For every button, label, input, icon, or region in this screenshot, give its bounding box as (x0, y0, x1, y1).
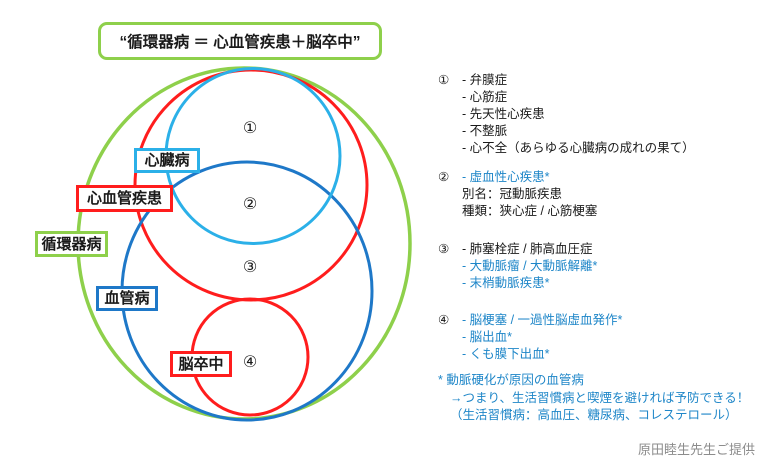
region-number-3: ③ (242, 259, 258, 276)
list-item: - 末梢動脈疾患* (462, 276, 550, 290)
section-number: ① (438, 73, 450, 87)
section-items: - 脳梗塞 / 一過性脳虚血発作* - 脳出血* - くも膜下出血* (462, 312, 622, 363)
list-item: - 脳出血* (462, 330, 513, 344)
section-items: - 肺塞栓症 / 肺高血圧症 - 大動脈瘤 / 大動脈解離* - 末梢動脈疾患* (462, 241, 597, 292)
region-number-2: ② (242, 196, 258, 213)
list-item: - 肺塞栓症 / 肺高血圧症 (462, 242, 593, 256)
disease-section-2: ② - 虚血性心疾患* 別名：冠動脈疾患 種類：狭心症 / 心筋梗塞 (438, 169, 597, 220)
list-item: - 脳梗塞 / 一過性脳虚血発作* (462, 313, 623, 327)
section-items: - 弁膜症 - 心筋症 - 先天性心疾患 - 不整脈 - 心不全（あらゆる心臓病… (462, 72, 695, 157)
credit-text: 原田睦生先生ご提供 (637, 442, 755, 457)
disease-section-4: ④ - 脳梗塞 / 一過性脳虚血発作* - 脳出血* - くも膜下出血* (438, 312, 622, 363)
disease-section-3: ③ - 肺塞栓症 / 肺高血圧症 - 大動脈瘤 / 大動脈解離* - 末梢動脈疾… (438, 241, 597, 292)
list-item: - 先天性心疾患 (462, 107, 545, 121)
list-item: - 心不全（あらゆる心臓病の成れの果て） (462, 141, 695, 155)
section-number: ② (438, 170, 450, 184)
region-number-1: ① (242, 120, 258, 137)
footnote: * 動脈硬化が原因の血管病 →つまり、生活習慣病と喫煙を避ければ予防できる！ （… (438, 372, 749, 425)
list-item: - 弁膜症 (462, 73, 508, 87)
list-item: - 心筋症 (462, 90, 508, 104)
list-item: - 不整脈 (462, 124, 508, 138)
footnote-line: （生活習慣病：高血圧、糖尿病、コレステロール） (450, 408, 738, 422)
list-item: - 大動脈瘤 / 大動脈解離* (462, 259, 598, 273)
disease-section-1: ① - 弁膜症 - 心筋症 - 先天性心疾患 - 不整脈 - 心不全（あらゆる心… (438, 72, 695, 157)
section-number: ④ (438, 313, 450, 327)
list-item: - くも膜下出血* (462, 347, 550, 361)
list-item: - 虚血性心疾患* (462, 170, 550, 184)
venn-label-heart-disease: 心臓病 (134, 148, 200, 173)
title-box: “循環器病 ＝ 心血管疾患＋脳卒中” (98, 22, 382, 60)
page-title: “循環器病 ＝ 心血管疾患＋脳卒中” (119, 34, 361, 51)
venn-label-vascular-disease: 血管病 (96, 286, 158, 311)
list-item: 別名：冠動脈疾患 (462, 187, 563, 201)
venn-label-cardiovascular-disease: 心血管疾患 (76, 185, 173, 212)
list-item: 種類：狭心症 / 心筋梗塞 (462, 204, 598, 218)
region-number-4: ④ (242, 354, 258, 371)
footnote-line: →つまり、生活習慣病と喫煙を避ければ予防できる！ (450, 390, 750, 405)
venn-label-stroke: 脳卒中 (170, 351, 232, 377)
venn-label-circulatory-disease: 循環器病 (35, 231, 108, 257)
section-items: - 虚血性心疾患* 別名：冠動脈疾患 種類：狭心症 / 心筋梗塞 (462, 169, 597, 220)
section-number: ③ (438, 242, 450, 256)
footnote-line: * 動脈硬化が原因の血管病 (438, 373, 584, 387)
